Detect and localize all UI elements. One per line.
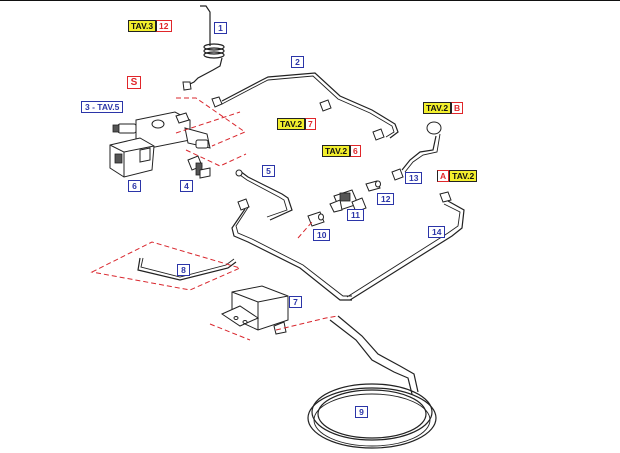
dashed-guides [90,97,339,341]
part-number-14: 14 [428,226,446,238]
part-number-3: 3 - TAV.5 [81,101,124,113]
callout-num: 6 [350,145,361,157]
callout-num: 12 [156,20,172,32]
part-number-6: 6 [128,180,141,192]
callout-a-tav2: A TAV.2 [437,170,478,182]
part-number-1: 1 [214,22,227,34]
callout-ref: TAV.2 [423,102,452,114]
part-number-7: 7 [289,296,302,308]
part-number-10: 10 [313,229,331,241]
callout-tav2-7: TAV.2 7 [277,118,316,130]
top-border [0,0,620,1]
drain-hose-part-9 [307,315,437,449]
valve-body-part-3 [112,111,211,149]
coil-tube-part-1 [182,5,225,91]
check-valve-part-11 [329,189,367,213]
callout-ref: TAV.2 [449,170,478,182]
callout-ref: TAV.2 [322,145,351,157]
solenoid-coil-part-6 [109,137,155,178]
part-number-9: 9 [355,406,368,418]
part-number-12: 12 [377,193,395,205]
part-number-5: 5 [262,165,275,177]
callout-ref: TAV.2 [277,118,306,130]
s-label: S [127,76,141,89]
callout-num: 7 [305,118,316,130]
pipe-part-8 [137,257,237,281]
pipe-part-14 [346,191,465,301]
callout-tav2-6: TAV.2 6 [322,145,361,157]
part-number-8: 8 [177,264,190,276]
callout-tav3-12: TAV.3 12 [128,20,172,32]
fitting-part-4 [187,155,211,179]
bent-tube-part-5 [235,169,293,221]
part-number-4: 4 [180,180,193,192]
part-number-13: 13 [405,172,423,184]
callout-letter: A [437,170,450,182]
part-number-2: 2 [291,56,304,68]
pipe-part-2 [211,72,399,141]
callout-ref: TAV.3 [128,20,157,32]
part-number-11: 11 [347,209,364,221]
callout-tav2-b: TAV.2 B [423,102,464,114]
callout-num: B [451,102,464,114]
connector-part-12 [365,180,381,192]
nut-fitting [231,198,352,301]
drip-tray-part-7 [220,285,289,335]
angled-fitting-part-13 [391,121,442,181]
